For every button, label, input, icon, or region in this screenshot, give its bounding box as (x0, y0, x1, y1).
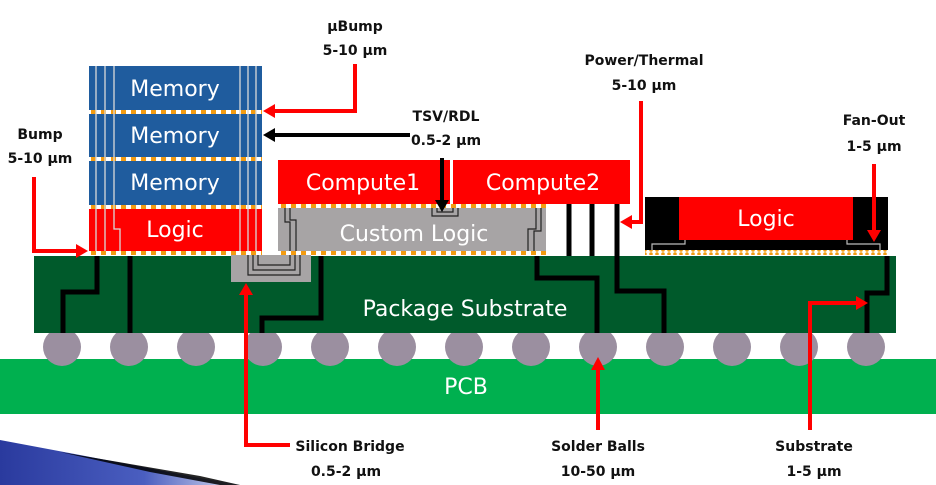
solder-ball (512, 328, 550, 366)
memory-label-3: Memory (130, 171, 219, 196)
tsv-rdl-label-name: TSV/RDL (413, 109, 480, 125)
solder-ball (378, 328, 416, 366)
power-thermal-pillars (566, 204, 620, 256)
fan-out-package: Logic (645, 197, 888, 255)
solder-ball (847, 328, 885, 366)
solder-ball (177, 328, 215, 366)
memory-die-1 (89, 66, 262, 110)
bump-arrow (32, 177, 78, 253)
memory-label-2: Memory (130, 124, 219, 149)
compute1-label: Compute1 (306, 171, 420, 196)
substrate-label-name: Substrate (775, 439, 853, 455)
substrate-arrow (808, 301, 858, 430)
compute2-die (453, 160, 630, 204)
solder-balls-label-range: 10-50 µm (561, 464, 636, 480)
solder-balls-label-name: Solder Balls (551, 439, 645, 455)
solder-ball (646, 328, 684, 366)
silicon-bridge-label-name: Silicon Bridge (295, 439, 404, 455)
ubump-label-range: 5-10 µm (323, 43, 388, 59)
power-thermal-label-range: 5-10 µm (612, 78, 677, 94)
solder-ball (43, 328, 81, 366)
solder-ball (311, 328, 349, 366)
compute1-die (278, 160, 450, 204)
ubump-label-name: µBump (327, 19, 383, 35)
custom-logic-die: Custom Logic (278, 208, 546, 255)
package-substrate-label: Package Substrate (363, 297, 568, 322)
solder-ball (445, 328, 483, 366)
bump-label-range: 5-10 µm (8, 151, 73, 167)
pcb-board (0, 359, 936, 414)
memory-stack: Memory Memory Memory Logic (89, 66, 262, 255)
solder-ball (713, 328, 751, 366)
memory-label-1: Memory (130, 77, 219, 102)
compute-dies: Compute1 Compute2 (278, 160, 630, 208)
solder-ball (244, 328, 282, 366)
memory-die-3 (89, 161, 262, 205)
package-substrate (34, 256, 896, 333)
solder-ball (579, 328, 617, 366)
bump-label-name: Bump (17, 127, 62, 143)
power-thermal-label-name: Power/Thermal (584, 53, 703, 69)
power-thermal-arrow (630, 101, 643, 224)
solder-ball (780, 328, 818, 366)
logic-base-label: Logic (146, 218, 204, 243)
custom-logic-label: Custom Logic (340, 222, 489, 247)
silicon-bridge-label-range: 0.5-2 µm (311, 464, 381, 480)
fan-out-logic-die (679, 197, 853, 240)
logic-base-die (89, 209, 262, 251)
silicon-bridge (231, 249, 311, 282)
fan-out-logic-label: Logic (737, 207, 795, 232)
fan-out-label-range: 1-5 µm (846, 139, 901, 155)
tsv-rdl-label-range: 0.5-2 µm (411, 133, 481, 149)
compute2-label: Compute2 (486, 171, 600, 196)
memory-die-2 (89, 114, 262, 157)
fan-out-label-name: Fan-Out (843, 113, 906, 129)
substrate-traces (60, 252, 890, 333)
annotation-labels: µBump 5-10 µm Bump 5-10 µm TSV/RDL 0.5-2… (8, 19, 906, 480)
pcb-label: PCB (444, 375, 488, 400)
slide-swoosh-decoration (0, 440, 240, 485)
solder-ball (110, 328, 148, 366)
silicon-bridge-arrow (244, 292, 290, 447)
ubump-arrow (272, 64, 357, 113)
substrate-label-range: 1-5 µm (786, 464, 841, 480)
